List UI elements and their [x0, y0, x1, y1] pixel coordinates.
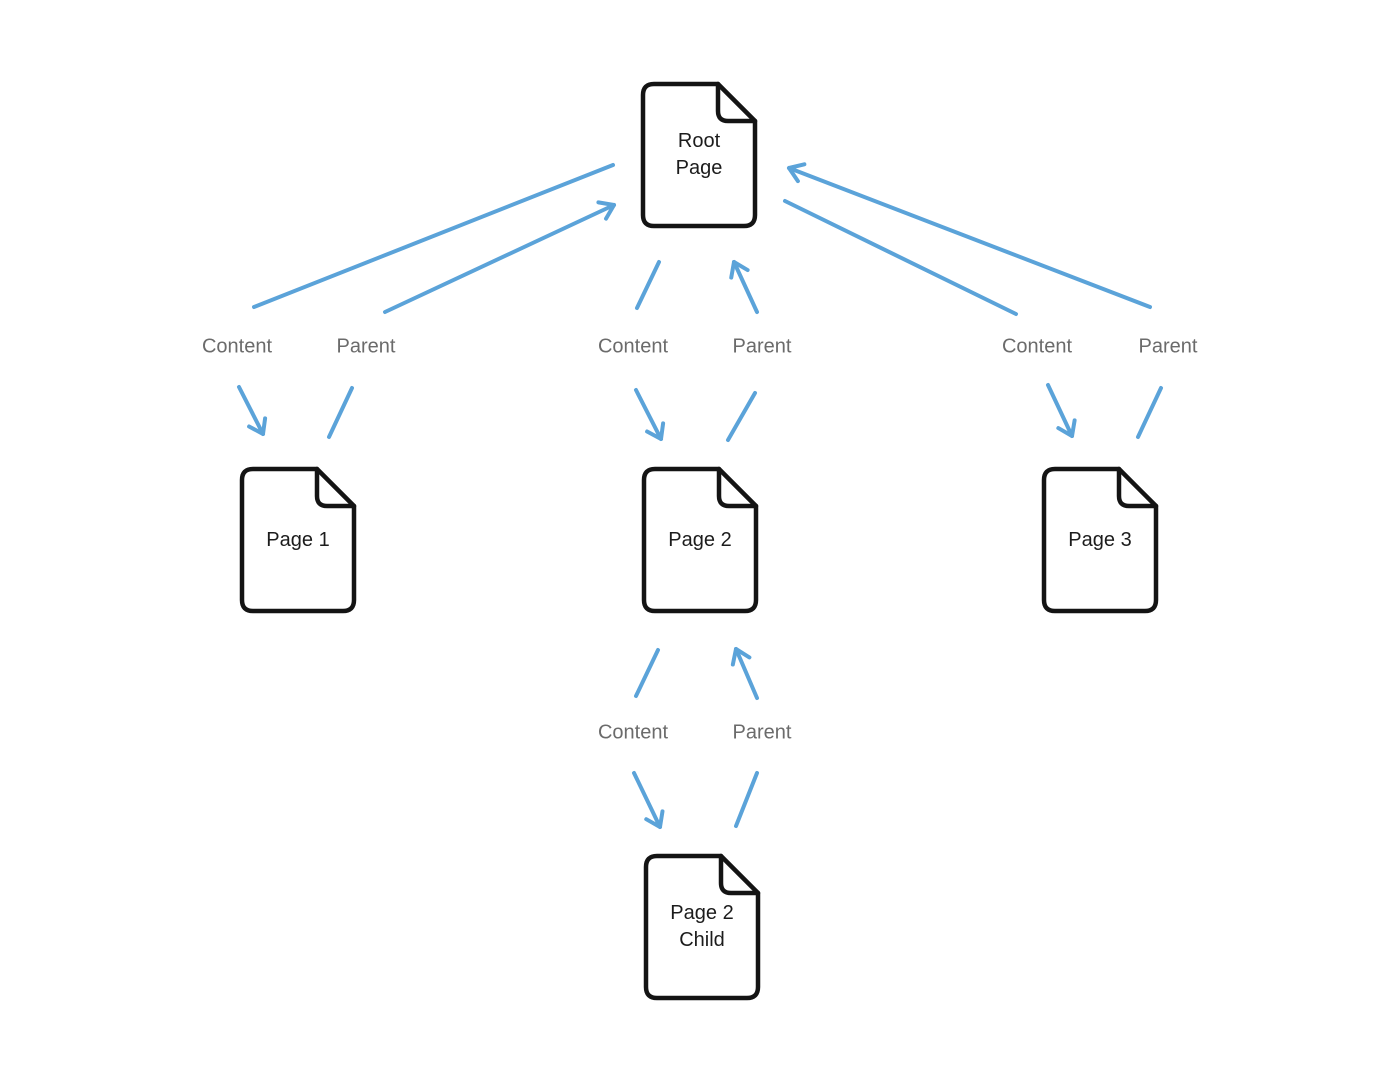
edge-page1-rootpage-parent-lower	[327, 386, 354, 439]
node-label-page-2: Page 2	[668, 528, 732, 551]
edge-page2child-page2-parent-lower	[734, 771, 759, 828]
document-icon	[643, 853, 761, 1001]
node-page-3: Page 3	[1041, 466, 1159, 614]
edge-rootpage-page3-content-upper	[783, 199, 1018, 316]
edge-page2-page2child-content-lower-arrow	[632, 771, 665, 829]
document-icon	[641, 466, 759, 614]
edge-rootpage-page3-content-lower-arrow	[1046, 383, 1077, 438]
edge-label-parent-left: Parent	[336, 335, 396, 358]
document-icon	[239, 466, 357, 614]
node-label-root-page: Root Page	[675, 130, 723, 179]
edge-label-content-bottom: Content	[597, 721, 669, 744]
edge-rootpage-page1-content-lower-arrow	[237, 385, 268, 436]
edge-page2-rootpage-parent-upper-arrow	[729, 260, 759, 314]
edge-label-parent-center: Parent	[732, 335, 792, 358]
node-root-page: Root Page	[640, 81, 758, 229]
document-icon	[640, 81, 758, 229]
edge-page2-page2child-content-upper	[634, 648, 660, 698]
edge-label-content-right: Content	[1001, 335, 1073, 358]
edge-page2child-page2-parent-upper-arrow	[730, 647, 759, 700]
node-label-page-2-child: Page 2 Child	[670, 902, 734, 951]
edge-label-content-left: Content	[201, 335, 273, 358]
edge-page2-rootpage-parent-lower	[726, 391, 757, 442]
edge-label-content-center: Content	[597, 335, 669, 358]
edge-label-parent-bottom: Parent	[732, 721, 792, 744]
document-icon	[1041, 466, 1159, 614]
edge-page1-rootpage-parent-upper-arrow	[383, 200, 616, 314]
edge-label-parent-right: Parent	[1138, 335, 1198, 358]
node-label-page-3: Page 3	[1068, 528, 1132, 551]
node-label-page-1: Page 1	[266, 528, 330, 551]
node-page-2: Page 2	[641, 466, 759, 614]
edge-rootpage-page2-content-upper	[635, 260, 661, 310]
node-page-1: Page 1	[239, 466, 357, 614]
edge-page3-rootpage-parent-lower	[1136, 386, 1163, 439]
edge-rootpage-page1-content-upper	[252, 163, 615, 309]
node-page-2-child: Page 2 Child	[643, 852, 761, 1002]
edge-rootpage-page2-content-lower-arrow	[634, 388, 666, 441]
edge-page3-rootpage-parent-upper-arrow	[787, 162, 1152, 309]
